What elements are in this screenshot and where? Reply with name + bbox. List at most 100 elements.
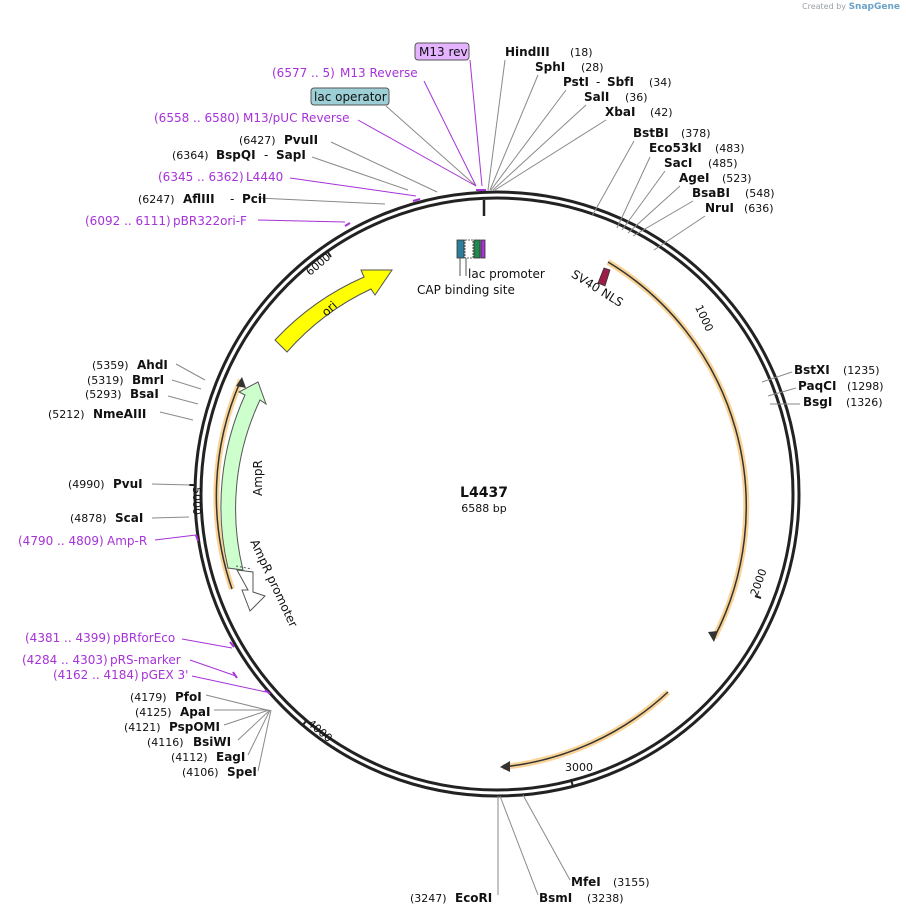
site-pvui-pos: (4990) bbox=[68, 478, 105, 491]
orf-arc-right-halo bbox=[606, 259, 750, 640]
site-agei-pos: (523) bbox=[722, 172, 752, 185]
site-leader-lines bbox=[151, 59, 800, 896]
orf-arc-left-arrowhead bbox=[236, 377, 246, 388]
site-scai[interactable]: ScaI bbox=[115, 511, 143, 525]
site-ecori-pos: (3247) bbox=[410, 892, 447, 905]
site-mfei[interactable]: MfeI bbox=[571, 875, 601, 889]
site-afliii[interactable]: AflIII bbox=[183, 192, 215, 206]
primer-pgex3[interactable]: pGEX 3' bbox=[141, 668, 188, 682]
sv40-nls-feature[interactable] bbox=[597, 267, 611, 287]
site-eagi[interactable]: EagI bbox=[216, 750, 245, 764]
primer-pbrforeco[interactable]: pBRforEco bbox=[113, 631, 175, 645]
site-saci[interactable]: SacI bbox=[664, 156, 692, 170]
site-bstbi-pos: (378) bbox=[681, 127, 711, 140]
lac-promoter-mark bbox=[464, 239, 474, 259]
site-pvuii[interactable]: PvuII bbox=[284, 133, 318, 147]
site-bsabi[interactable]: BsaBI bbox=[692, 186, 730, 200]
site-afliii-sep: - bbox=[230, 192, 234, 206]
primer-pbr322ori-f[interactable]: pBR322ori-F bbox=[173, 214, 247, 228]
site-paqci[interactable]: PaqCI bbox=[798, 379, 836, 393]
tick-label-1000: 1000 bbox=[692, 303, 716, 334]
site-bsai[interactable]: BsaI bbox=[130, 387, 159, 401]
site-afliii-pos: (6247) bbox=[138, 193, 175, 206]
primer-prs-marker[interactable]: pRS-marker bbox=[110, 653, 181, 667]
plasmid-name: L4437 bbox=[460, 485, 508, 501]
site-psti-sep: - bbox=[596, 75, 600, 89]
site-psti[interactable]: PstI bbox=[563, 75, 589, 89]
site-apai-pos: (4125) bbox=[135, 706, 172, 719]
site-bspqi[interactable]: BspQI bbox=[216, 148, 256, 162]
site-apai[interactable]: ApaI bbox=[180, 705, 210, 719]
site-spei[interactable]: SpeI bbox=[227, 765, 257, 779]
site-hindiii-pos: (18) bbox=[570, 46, 593, 59]
site-sapi[interactable]: SapI bbox=[276, 148, 306, 162]
tick-label-3000: 3000 bbox=[565, 761, 593, 774]
site-bmri[interactable]: BmrI bbox=[132, 373, 164, 387]
site-ecori[interactable]: EcoRI bbox=[455, 891, 492, 905]
credit-prefix: Created by bbox=[802, 2, 847, 11]
site-pvuii-pos: (6427) bbox=[239, 134, 276, 147]
site-pcii[interactable]: PciI bbox=[242, 192, 267, 206]
site-pvui[interactable]: PvuI bbox=[113, 477, 143, 491]
backbone-inner-ring bbox=[199, 196, 795, 792]
primer-pbrforeco-range: (4381 .. 4399) bbox=[25, 631, 111, 645]
site-mfei-pos: (3155) bbox=[613, 876, 650, 889]
ampr-feature[interactable] bbox=[220, 381, 267, 571]
primer-m13-reverse-range: (6577 .. 5) bbox=[272, 66, 335, 80]
orf-arc-bottom-halo bbox=[502, 689, 671, 770]
primer-site-marks bbox=[195, 189, 486, 695]
site-xbai[interactable]: XbaI bbox=[605, 105, 635, 119]
site-bsiwi-pos: (4116) bbox=[147, 736, 184, 749]
site-bsgi-pos: (1326) bbox=[846, 396, 883, 409]
site-sphi[interactable]: SphI bbox=[535, 60, 565, 74]
site-eco53ki[interactable]: Eco53kI bbox=[649, 141, 702, 155]
site-bsgi[interactable]: BsgI bbox=[803, 395, 832, 409]
primer-l4440[interactable]: L4440 bbox=[246, 170, 283, 184]
site-paqci-pos: (1298) bbox=[847, 380, 884, 393]
site-bsiwi[interactable]: BsiWI bbox=[193, 735, 231, 749]
primer-l4440-range: (6345 .. 6362) bbox=[158, 170, 244, 184]
ampr-promoter-feature[interactable] bbox=[236, 569, 266, 612]
site-psti-pos: (34) bbox=[649, 76, 672, 89]
site-bstbi[interactable]: BstBI bbox=[633, 126, 669, 140]
site-pspomi[interactable]: PspOMI bbox=[169, 720, 220, 734]
lac-promoter-label: lac promoter bbox=[468, 267, 545, 281]
tick-label-2000: 2000 bbox=[748, 567, 770, 598]
site-pspomi-pos: (4121) bbox=[124, 721, 161, 734]
site-bsmi[interactable]: BsmI bbox=[539, 891, 572, 905]
orf-arc-bottom-arrowhead bbox=[500, 761, 510, 772]
ampr-feature-divider bbox=[235, 565, 253, 570]
site-sphi-pos: (28) bbox=[581, 61, 604, 74]
lac-operator-box-label: lac operator bbox=[314, 90, 387, 104]
primer-m13-reverse[interactable]: M13 Reverse bbox=[340, 66, 418, 80]
site-scai-pos: (4878) bbox=[70, 512, 107, 525]
orf-arc-left bbox=[215, 379, 242, 590]
site-bspqi-sep: - bbox=[264, 148, 268, 162]
site-bspqi-pos: (6364) bbox=[172, 149, 209, 162]
site-bstxi[interactable]: BstXI bbox=[794, 363, 830, 377]
primer-pgex3-range: (4162 .. 4184) bbox=[53, 668, 139, 682]
m13-rev-box[interactable] bbox=[414, 42, 470, 61]
snapgene-credit: Created by SnapGene bbox=[802, 2, 900, 12]
cap-binding-site-label: CAP binding site bbox=[417, 283, 515, 297]
site-bmri-pos: (5319) bbox=[87, 374, 124, 387]
site-nrui[interactable]: NruI bbox=[705, 201, 734, 215]
lac-operator-box[interactable] bbox=[310, 87, 390, 106]
site-xbai-pos: (42) bbox=[650, 106, 673, 119]
site-hindiii[interactable]: HindIII bbox=[505, 45, 550, 59]
ori-feature[interactable] bbox=[274, 269, 393, 353]
site-spei-pos: (4106) bbox=[182, 766, 219, 779]
site-pfoi-pos: (4179) bbox=[130, 691, 167, 704]
site-ahdi[interactable]: AhdI bbox=[137, 358, 168, 372]
site-sbfi[interactable]: SbfI bbox=[607, 75, 634, 89]
site-ahdi-pos: (5359) bbox=[92, 359, 129, 372]
primer-amp-r[interactable]: Amp-R bbox=[107, 534, 147, 548]
site-sali[interactable]: SalI bbox=[584, 90, 609, 104]
primer-m13puc-reverse[interactable]: M13/pUC Reverse bbox=[243, 111, 350, 125]
site-nmeaiii-name[interactable]: NmeAIII bbox=[93, 407, 146, 421]
site-pfoi[interactable]: PfoI bbox=[175, 690, 202, 704]
orf-arc-bottom bbox=[502, 691, 669, 768]
site-agei[interactable]: AgeI bbox=[679, 171, 709, 185]
ampr-promoter-label: AmpR promoter bbox=[247, 537, 300, 629]
site-sali-pos: (36) bbox=[625, 91, 648, 104]
